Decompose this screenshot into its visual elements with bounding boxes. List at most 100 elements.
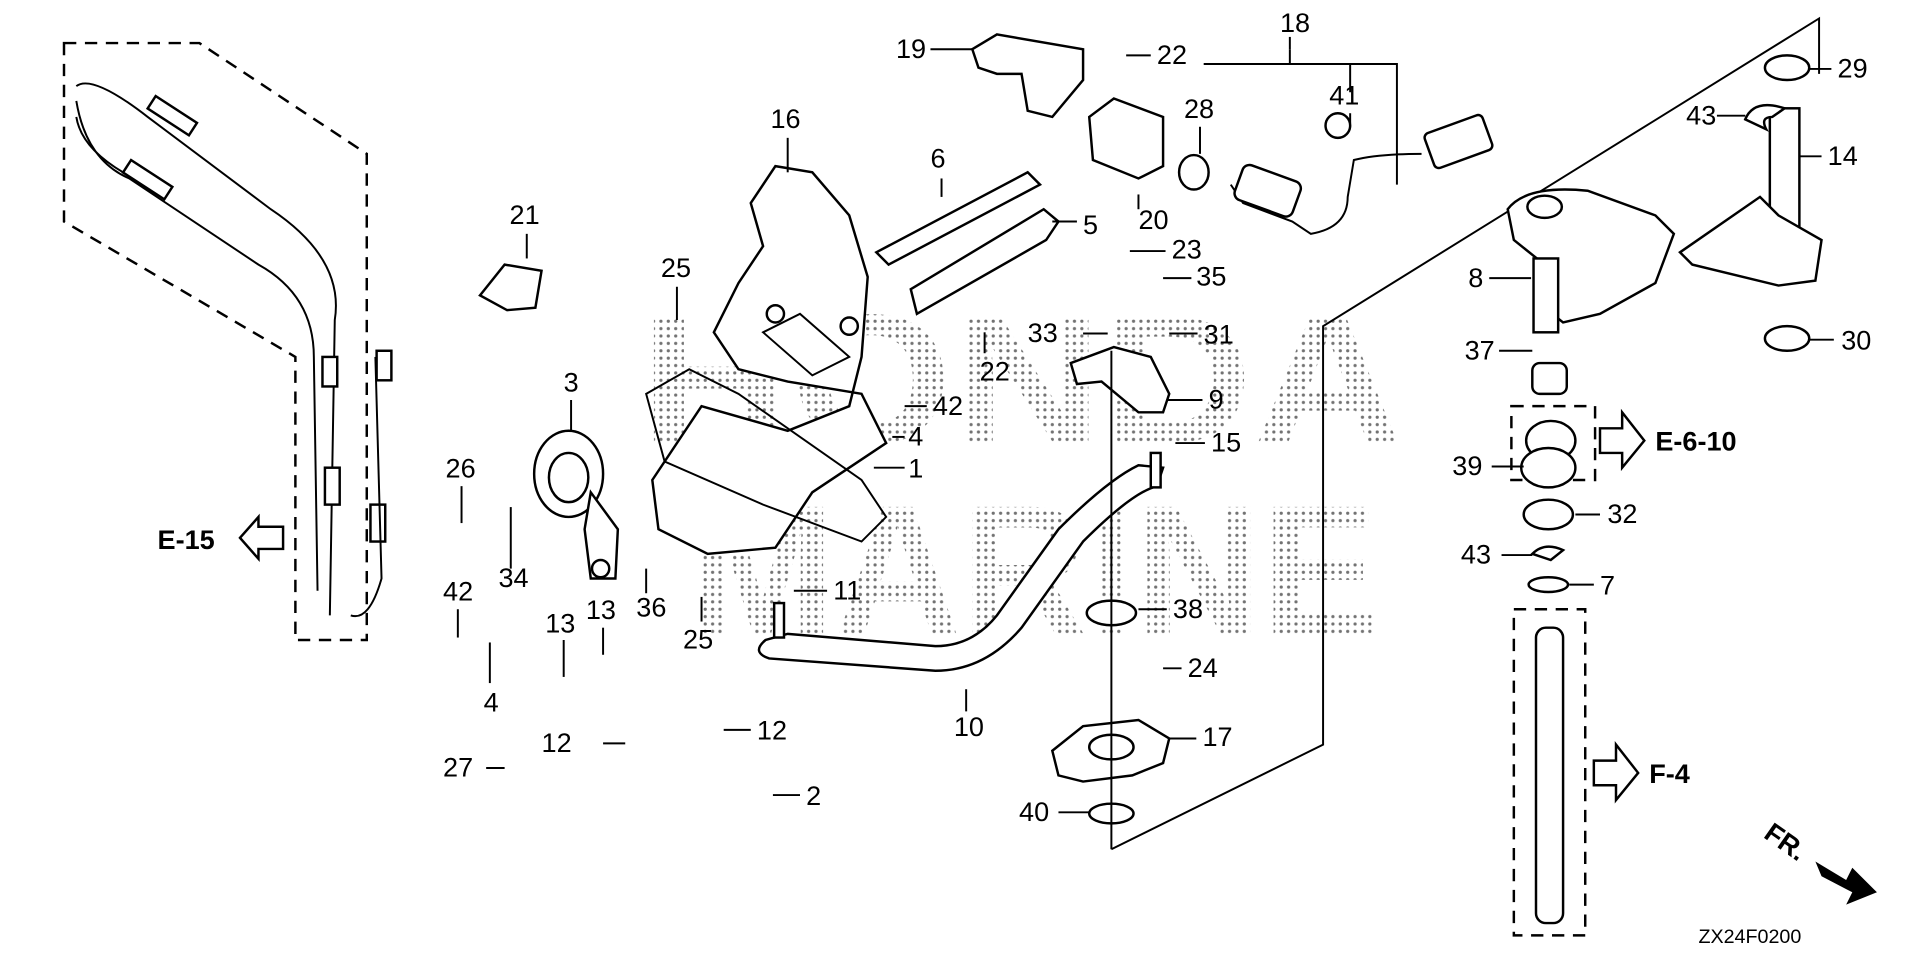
part-number: 11 [833, 574, 861, 605]
callout-part-1[interactable]: 1 [873, 453, 924, 484]
reference-e15[interactable]: E-15 [158, 513, 285, 563]
part-number: 36 [636, 592, 666, 623]
callout-part-16[interactable]: 16 [770, 103, 801, 173]
callout-part-4[interactable]: 4 [892, 421, 923, 452]
part-number: 25 [661, 252, 691, 283]
part-number: 34 [498, 562, 528, 593]
part-number: 3 [564, 366, 579, 397]
callout-part-42[interactable]: 42 [443, 576, 473, 638]
reference-label: E-15 [158, 524, 215, 555]
part-number: 12 [757, 715, 787, 746]
callout-part-6[interactable]: 6 [930, 142, 946, 197]
callout-part-14[interactable]: 14 [1799, 140, 1858, 171]
callout-part-35[interactable]: 35 [1163, 261, 1226, 292]
part-clip [478, 263, 543, 312]
callout-part-17[interactable]: 17 [1169, 721, 1233, 752]
part-number: 13 [586, 594, 616, 625]
callout-part-13[interactable]: 13 [586, 594, 616, 655]
callout-part-10[interactable]: 10 [954, 689, 984, 742]
callout-part-29[interactable]: 29 [1809, 53, 1868, 84]
part-number: 32 [1607, 498, 1637, 529]
part-number: 26 [446, 453, 476, 484]
part-number: 27 [443, 752, 473, 783]
part-number: 5 [1083, 209, 1098, 240]
part-bracket [645, 164, 888, 556]
callout-part-23[interactable]: 23 [1129, 233, 1202, 264]
callout-part-8[interactable]: 8 [1468, 262, 1532, 293]
callout-part-19[interactable]: 19 [896, 33, 973, 64]
callout-part-21[interactable]: 21 [510, 199, 540, 259]
callout-part-5[interactable]: 5 [1052, 209, 1098, 240]
cable-assembly [62, 41, 393, 642]
arrow-left-icon [238, 513, 285, 563]
part-gear [1506, 188, 1676, 334]
part-plate [874, 170, 1043, 267]
callout-part-2[interactable]: 2 [772, 780, 821, 811]
part-number: 25 [683, 624, 713, 655]
part-number: 14 [1828, 140, 1858, 171]
part-number: 29 [1838, 53, 1868, 84]
part-number: 18 [1280, 7, 1310, 38]
callout-part-38[interactable]: 38 [1138, 593, 1203, 624]
callout-part-42[interactable]: 42 [904, 390, 963, 421]
arrow-front-icon [1815, 861, 1877, 905]
part-pulley [532, 429, 620, 580]
callout-part-26[interactable]: 26 [446, 453, 476, 524]
part-number: 13 [545, 608, 575, 639]
callout-part-27[interactable]: 27 [443, 752, 505, 783]
callout-part-30[interactable]: 30 [1809, 325, 1871, 356]
diagram-code: ZX24F0200 [1698, 926, 1801, 948]
callout-part-12[interactable]: 12 [723, 715, 787, 746]
callout-part-15[interactable]: 15 [1175, 427, 1241, 458]
callout-part-3[interactable]: 3 [564, 366, 579, 431]
callout-part-34[interactable]: 34 [498, 507, 529, 593]
reference-label: E-6-10 [1655, 425, 1736, 456]
part-number: 19 [896, 33, 926, 64]
part-number: 1 [908, 453, 923, 484]
callout-part-4[interactable]: 4 [484, 642, 499, 717]
callout-part-41[interactable]: 41 [1329, 80, 1359, 124]
shift-shaft-box [1512, 608, 1587, 937]
reference-f4[interactable]: F-4 [1592, 741, 1690, 804]
callout-part-43[interactable]: 43 [1686, 99, 1746, 130]
callout-part-32[interactable]: 32 [1575, 498, 1637, 529]
callout-part-7[interactable]: 7 [1569, 569, 1615, 600]
callout-part-33[interactable]: 33 [1028, 317, 1108, 348]
callout-part-12[interactable]: 12 [542, 727, 626, 758]
part-cover [1087, 97, 1165, 180]
part-arm-plate [909, 207, 1061, 316]
part-shift-shaft [1534, 626, 1565, 925]
callout-part-43[interactable]: 43 [1461, 539, 1533, 570]
callout-part-28[interactable]: 28 [1184, 93, 1214, 154]
part-number: 10 [954, 711, 984, 742]
callout-part-40[interactable]: 40 [1019, 796, 1090, 827]
part-sensor [1203, 49, 1494, 235]
part-washer-30 [1763, 324, 1811, 352]
callout-part-22[interactable]: 22 [980, 332, 1010, 386]
part-number: 43 [1461, 539, 1491, 570]
callout-part-22[interactable]: 22 [1126, 39, 1187, 70]
part-circlip [1743, 104, 1788, 132]
callout-part-39[interactable]: 39 [1452, 450, 1524, 481]
callout-part-18[interactable]: 18 [1280, 7, 1310, 50]
callout-part-31[interactable]: 31 [1169, 318, 1234, 349]
reference-e610[interactable]: E-6-10 [1598, 408, 1737, 472]
part-number: 28 [1184, 93, 1214, 124]
callout-part-11[interactable]: 11 [793, 574, 861, 605]
callout-part-37[interactable]: 37 [1465, 334, 1533, 365]
part-number: 16 [770, 103, 800, 134]
part-number: 33 [1028, 317, 1058, 348]
part-collar [1531, 361, 1569, 396]
callout-part-9[interactable]: 9 [1166, 384, 1224, 415]
callout-part-25[interactable]: 25 [661, 252, 691, 320]
arrow-right-icon [1598, 408, 1646, 472]
part-number: 9 [1209, 384, 1224, 415]
arrow-right-icon [1592, 741, 1640, 804]
callout-part-25[interactable]: 25 [683, 596, 713, 655]
callout-part-24[interactable]: 24 [1163, 652, 1218, 683]
callout-part-36[interactable]: 36 [636, 568, 666, 623]
callout-part-13[interactable]: 13 [545, 608, 575, 677]
callout-part-20[interactable]: 20 [1137, 194, 1169, 235]
